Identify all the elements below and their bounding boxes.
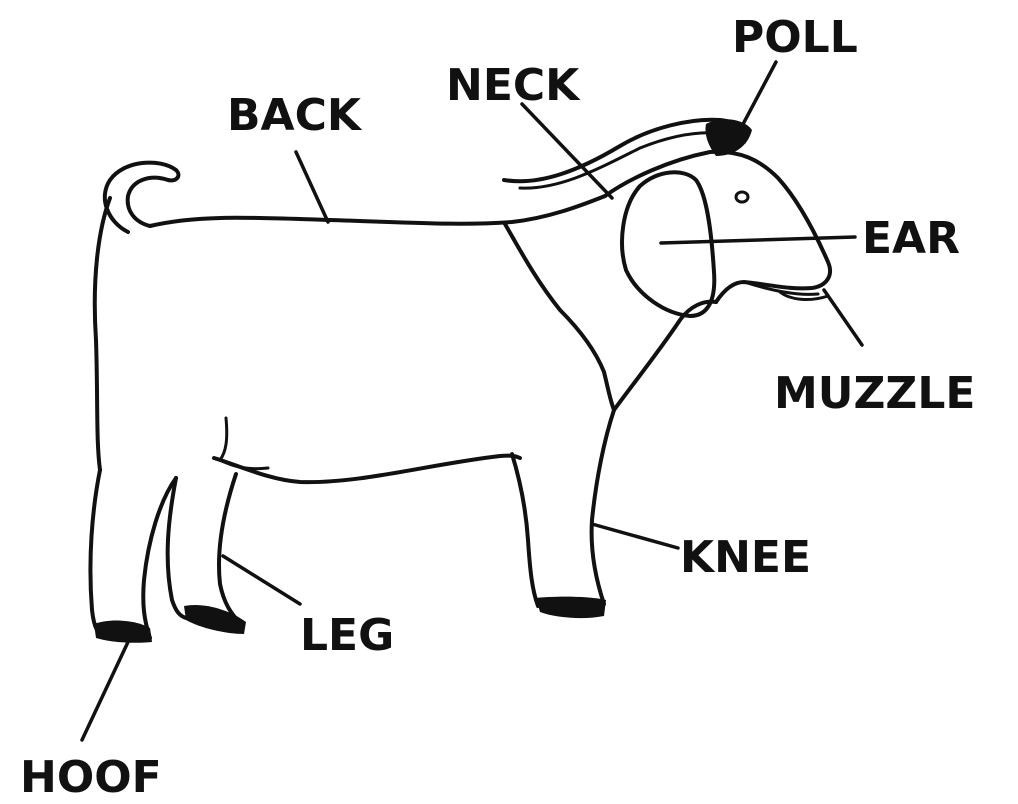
goat-rear-leg-back <box>90 470 104 636</box>
label-hoof: HOOF <box>20 752 162 803</box>
goat-hoof-rear-shape <box>94 621 152 643</box>
goat-eye <box>736 192 748 202</box>
goat-head <box>605 152 830 302</box>
leader-hoof <box>82 642 128 740</box>
leader-leg <box>223 556 300 604</box>
label-ear: EAR <box>862 213 960 264</box>
goat-rump <box>95 198 110 470</box>
label-poll: POLL <box>732 12 858 63</box>
goat-hoof-front-shape <box>536 597 606 618</box>
goat-chest <box>505 224 614 410</box>
leader-poll <box>733 62 776 143</box>
label-muzzle: MUZZLE <box>774 368 975 419</box>
leader-neck <box>522 104 612 198</box>
goat-poll-tuft <box>705 119 752 156</box>
label-leg: LEG <box>300 610 394 661</box>
goat-hoof-inner-shape <box>184 605 246 634</box>
goat-inner-hind-leg <box>168 478 186 618</box>
label-knee: KNEE <box>680 532 811 583</box>
part-labels: POLL NECK BACK EAR MUZZLE KNEE LEG HOOF <box>20 12 975 803</box>
goat-neck-front <box>614 302 716 410</box>
goat-back-line <box>150 196 605 226</box>
goat-inner-hind-leg-front <box>219 474 242 624</box>
leader-lines <box>82 62 862 740</box>
goat-front-leg-back <box>512 454 538 606</box>
label-back: BACK <box>227 90 363 141</box>
goat-front-leg-front <box>592 410 614 604</box>
leader-ear <box>661 237 855 243</box>
leader-back <box>296 152 328 222</box>
leader-muzzle <box>824 290 862 345</box>
label-neck: NECK <box>446 60 581 111</box>
leader-knee <box>592 524 678 548</box>
